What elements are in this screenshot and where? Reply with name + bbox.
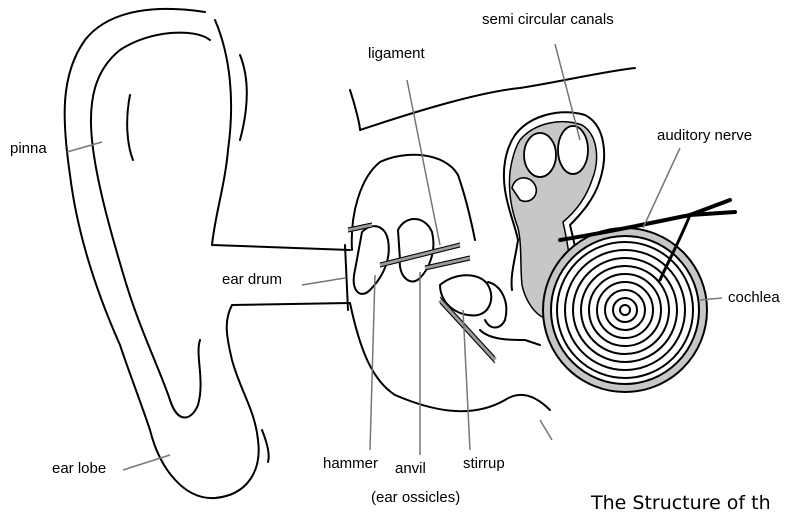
- label-pinna: pinna: [10, 141, 47, 156]
- label-anvil: anvil: [395, 461, 426, 476]
- pinna-outline: [65, 9, 350, 498]
- label-ear-drum: ear drum: [222, 272, 282, 287]
- label-ear-lobe: ear lobe: [52, 461, 106, 476]
- label-stirrup: stirrup: [463, 456, 505, 471]
- cochlea-spiral: [543, 228, 707, 392]
- diagram-caption: The Structure of th: [591, 494, 771, 513]
- label-ligament: ligament: [368, 46, 425, 61]
- pinna-inner-fold: [91, 33, 210, 418]
- label-auditory-nerve: auditory nerve: [657, 128, 752, 143]
- label-hammer: hammer: [323, 456, 378, 471]
- label-semi-circular-canals: semi circular canals: [482, 12, 614, 27]
- label-cochlea: cochlea: [728, 290, 780, 305]
- ligaments: [348, 225, 495, 360]
- ear-canal-top: [212, 20, 350, 250]
- label-ear-ossicles: (ear ossicles): [371, 490, 460, 505]
